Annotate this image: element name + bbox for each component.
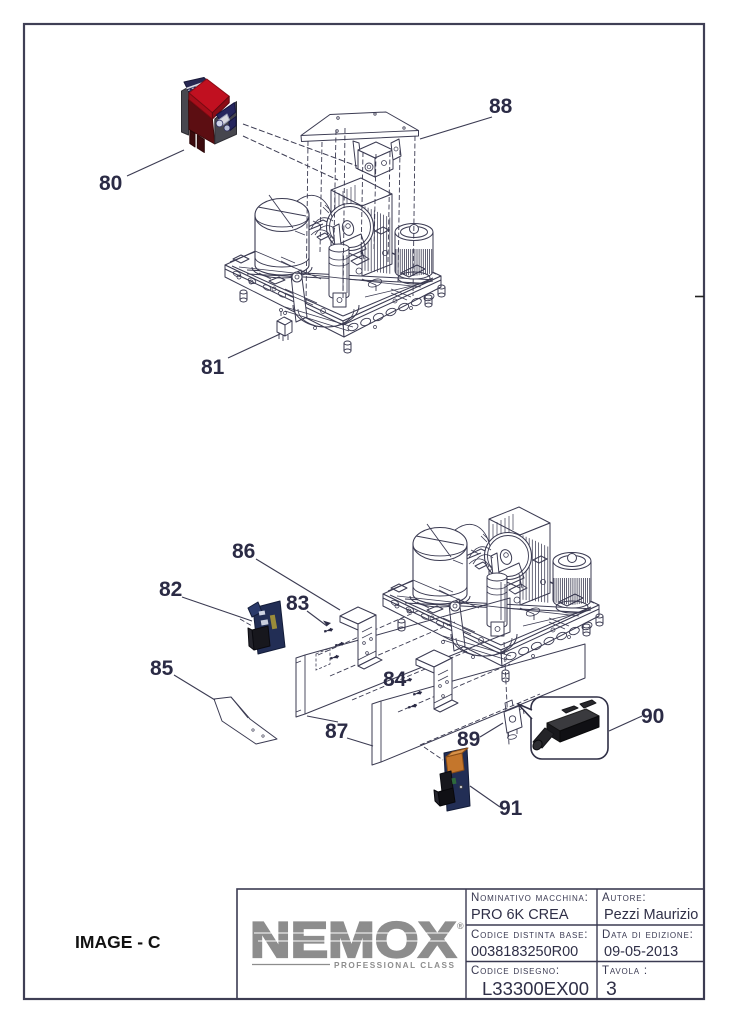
svg-text:83: 83 (286, 592, 309, 615)
svg-text:PRO 6K CREA: PRO 6K CREA (471, 907, 569, 923)
svg-text:IMAGE - C: IMAGE - C (75, 932, 161, 952)
svg-text:82: 82 (159, 578, 182, 601)
svg-text:Data di edizione:: Data di edizione: (602, 929, 694, 941)
svg-text:09-05-2013: 09-05-2013 (604, 944, 678, 960)
svg-text:Codice disegno:: Codice disegno: (471, 965, 560, 977)
svg-text:®: ® (457, 921, 464, 931)
svg-text:80: 80 (99, 172, 122, 195)
svg-text:91: 91 (499, 797, 523, 820)
svg-text:0038183250R00: 0038183250R00 (471, 944, 578, 960)
svg-text:L33300EX00: L33300EX00 (482, 978, 589, 999)
svg-text:PROFESSIONAL CLASS: PROFESSIONAL CLASS (334, 961, 455, 970)
svg-text:86: 86 (232, 540, 255, 563)
svg-text:90: 90 (641, 705, 664, 728)
svg-text:Autore:: Autore: (602, 892, 646, 904)
svg-text:Codice distinta base:: Codice distinta base: (471, 929, 588, 941)
svg-text:Tavola :: Tavola : (602, 965, 648, 977)
svg-text:87: 87 (325, 720, 348, 743)
svg-text:85: 85 (150, 657, 174, 680)
svg-text:3: 3 (606, 978, 617, 1000)
svg-text:Nominativo macchina:: Nominativo macchina: (471, 892, 589, 904)
svg-text:Pezzi Maurizio: Pezzi Maurizio (604, 907, 698, 923)
svg-text:NEMOX: NEMOX (250, 912, 456, 968)
svg-text:88: 88 (489, 95, 513, 118)
svg-text:81: 81 (201, 356, 225, 379)
svg-text:84: 84 (383, 668, 407, 691)
svg-text:89: 89 (457, 728, 480, 751)
